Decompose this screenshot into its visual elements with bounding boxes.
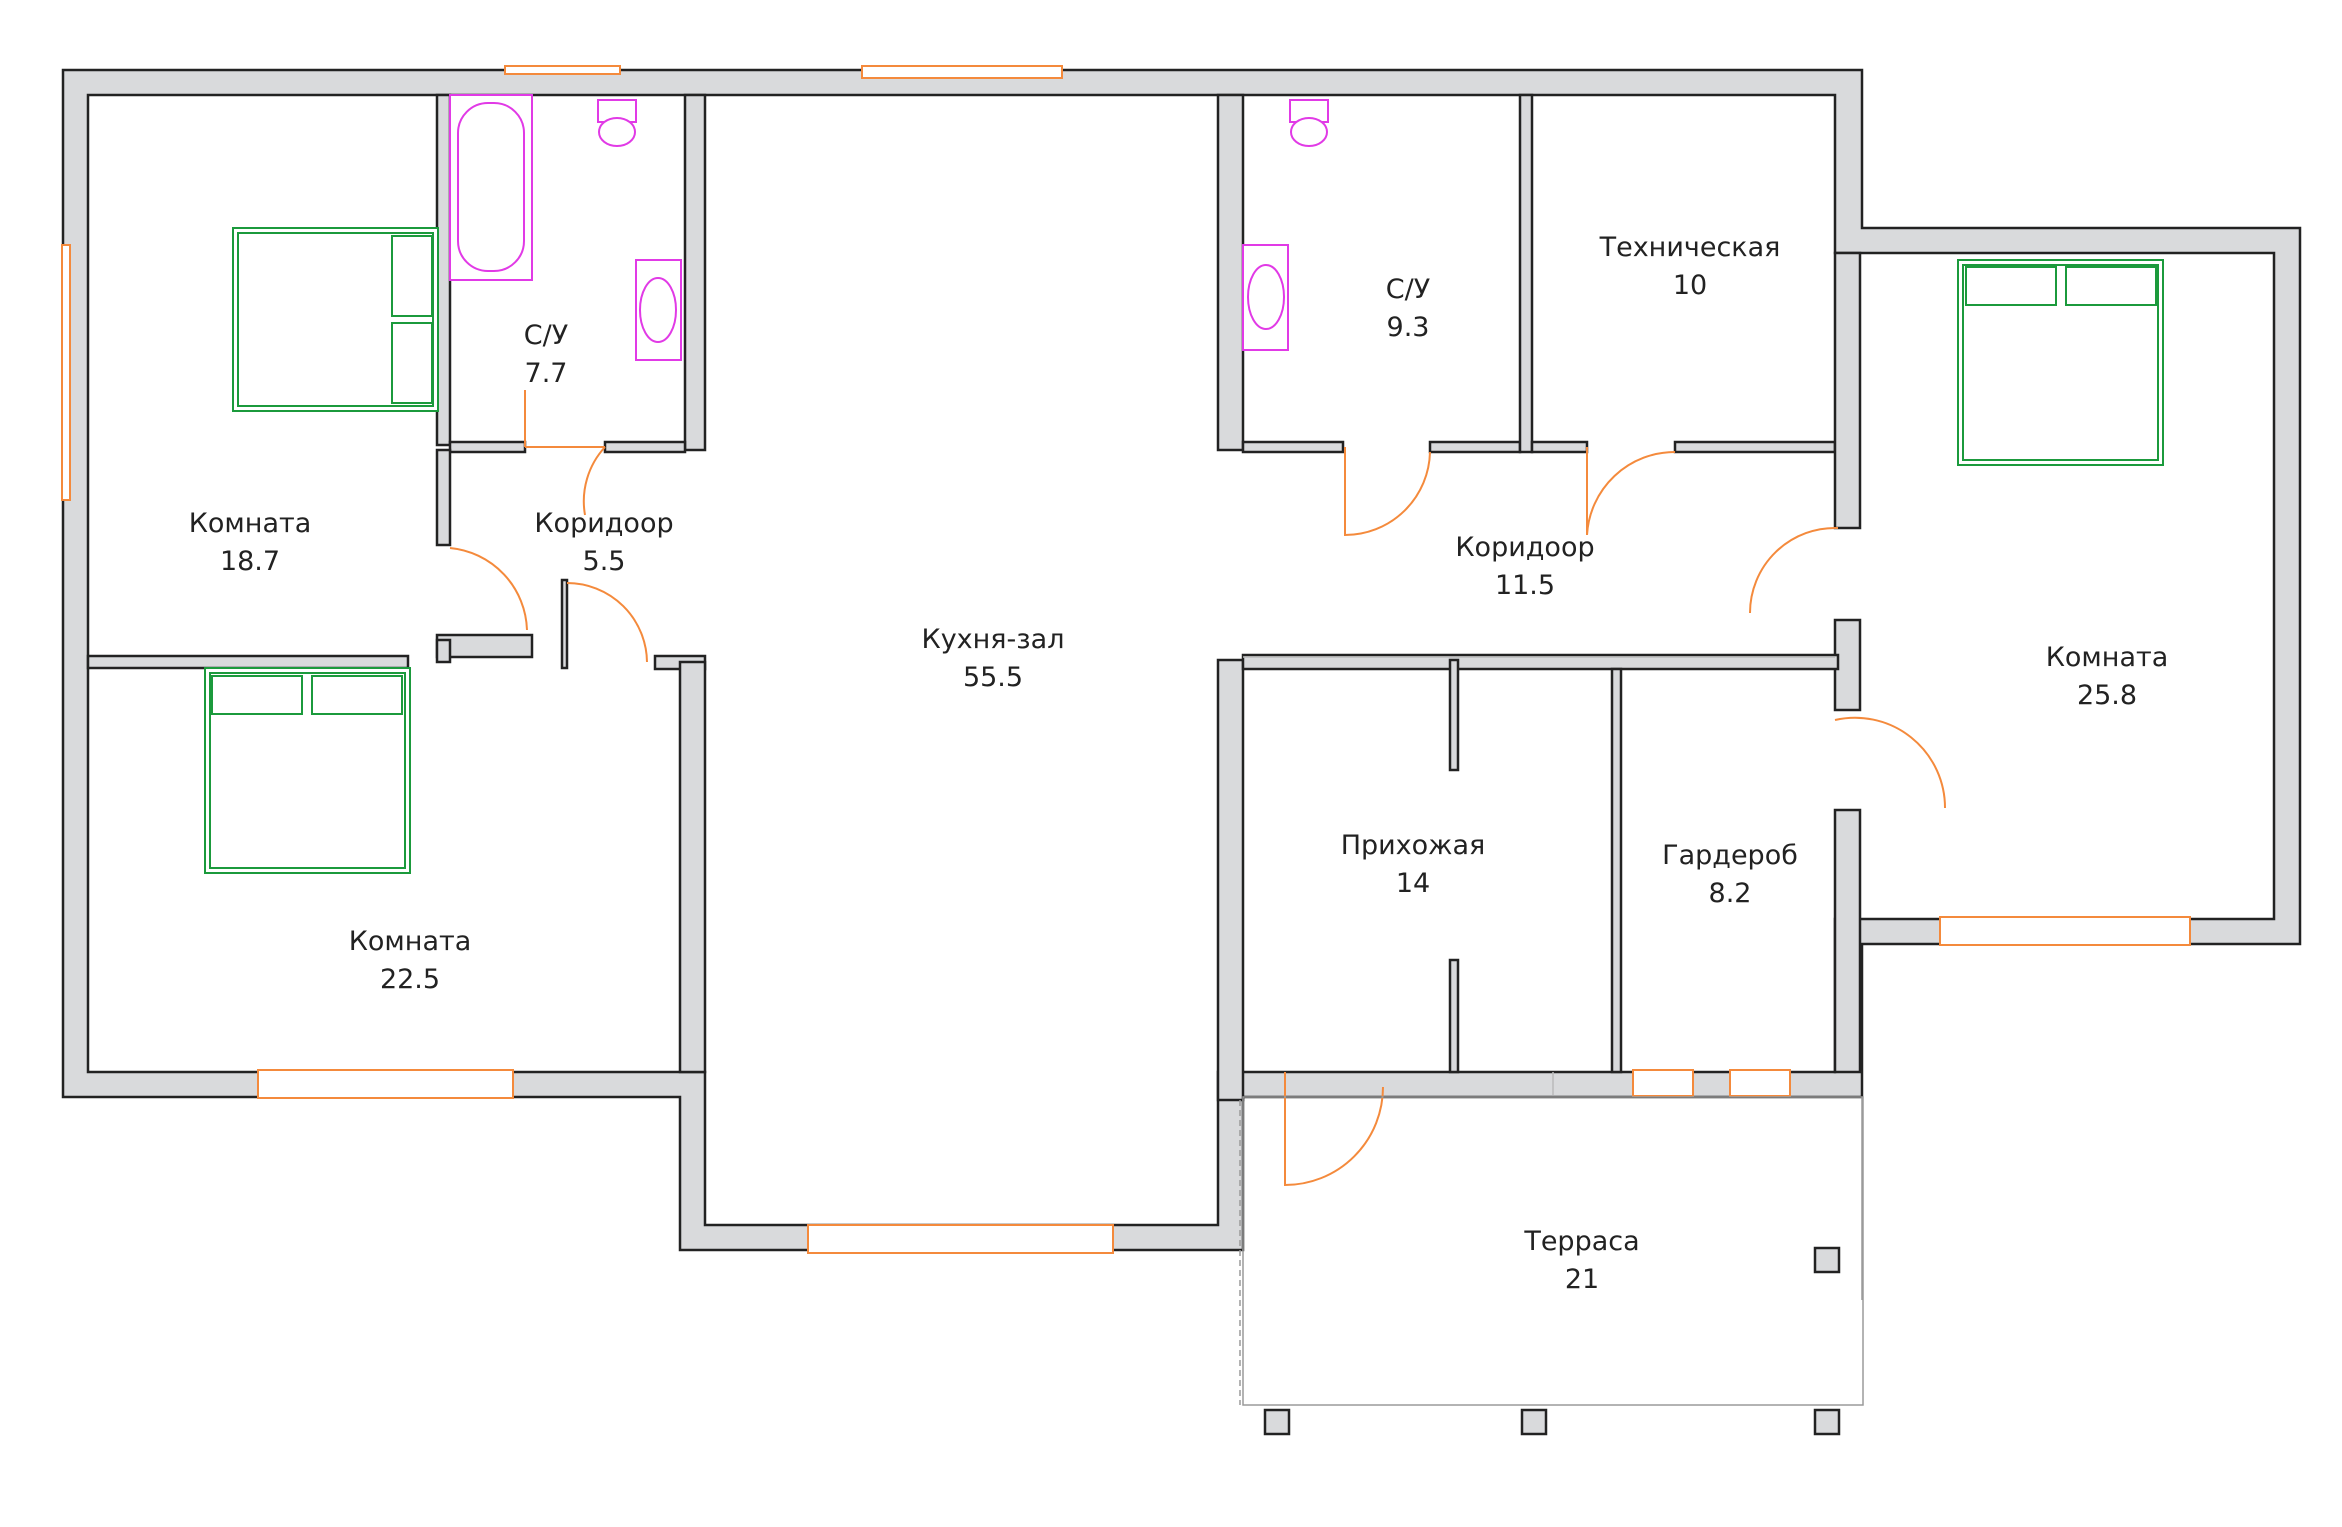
room-name: С/У	[1386, 274, 1430, 305]
terrace-column	[1263, 1408, 1291, 1436]
sink-icon	[1242, 244, 1289, 351]
room-label-east: Комната 25.8	[2046, 642, 2169, 711]
bed-nw	[232, 227, 439, 412]
room-label-sw: Комната 22.5	[349, 926, 472, 995]
room-area: 14	[1396, 868, 1430, 899]
bathtub-icon	[449, 94, 533, 281]
room-area: 21	[1565, 1264, 1599, 1295]
terrace-column	[1813, 1408, 1841, 1436]
room-label-technical: Техническая 10	[1599, 232, 1781, 301]
room-name: Коридоор	[1455, 532, 1594, 563]
room-name: Комната	[349, 926, 472, 957]
bed-east	[1957, 259, 2164, 466]
sink-icon	[635, 259, 682, 361]
room-label-kitchen: Кухня-зал 55.5	[922, 624, 1065, 693]
room-area: 8.2	[1709, 878, 1752, 909]
windows	[61, 65, 2191, 1254]
room-area: 7.7	[525, 358, 568, 389]
room-label-bath-left: С/У 7.7	[524, 320, 568, 389]
room-name: Прихожая	[1341, 830, 1486, 861]
room-name: Гардероб	[1662, 840, 1798, 871]
room-name: Комната	[189, 508, 312, 539]
room-area: 10	[1673, 270, 1707, 301]
toilet-icon	[597, 99, 637, 147]
room-area: 22.5	[380, 964, 440, 995]
terrace-column	[1520, 1408, 1548, 1436]
room-area: 9.3	[1387, 312, 1430, 343]
thin-lines	[1243, 656, 1835, 1095]
bed-sw	[204, 667, 411, 874]
room-area: 5.5	[583, 546, 626, 577]
room-name: Кухня-зал	[922, 624, 1065, 655]
terrace-column	[1813, 1246, 1841, 1274]
room-area: 11.5	[1495, 570, 1555, 601]
room-area: 25.8	[2077, 680, 2137, 711]
room-name: С/У	[524, 320, 568, 351]
room-label-hallway: Прихожая 14	[1341, 830, 1486, 899]
doors	[449, 390, 1947, 1187]
room-name: Коридоор	[534, 508, 673, 539]
room-label-wardrobe: Гардероб 8.2	[1662, 840, 1798, 909]
room-label-terrace: Терраса 21	[1523, 1226, 1639, 1295]
room-area: 55.5	[963, 662, 1023, 693]
room-name: Комната	[2046, 642, 2169, 673]
room-name: Терраса	[1523, 1226, 1639, 1257]
interior-walls	[86, 93, 1862, 1102]
room-label-bath-right: С/У 9.3	[1386, 274, 1430, 343]
room-label-nw: Комната 18.7	[189, 508, 312, 577]
room-name: Техническая	[1599, 232, 1781, 263]
room-label-corridor-right: Коридоор 11.5	[1455, 532, 1594, 601]
terrace-outline	[1239, 1096, 1864, 1436]
room-label-corridor-left: Коридоор 5.5	[534, 508, 673, 577]
room-area: 18.7	[220, 546, 280, 577]
toilet-icon	[1289, 99, 1329, 147]
